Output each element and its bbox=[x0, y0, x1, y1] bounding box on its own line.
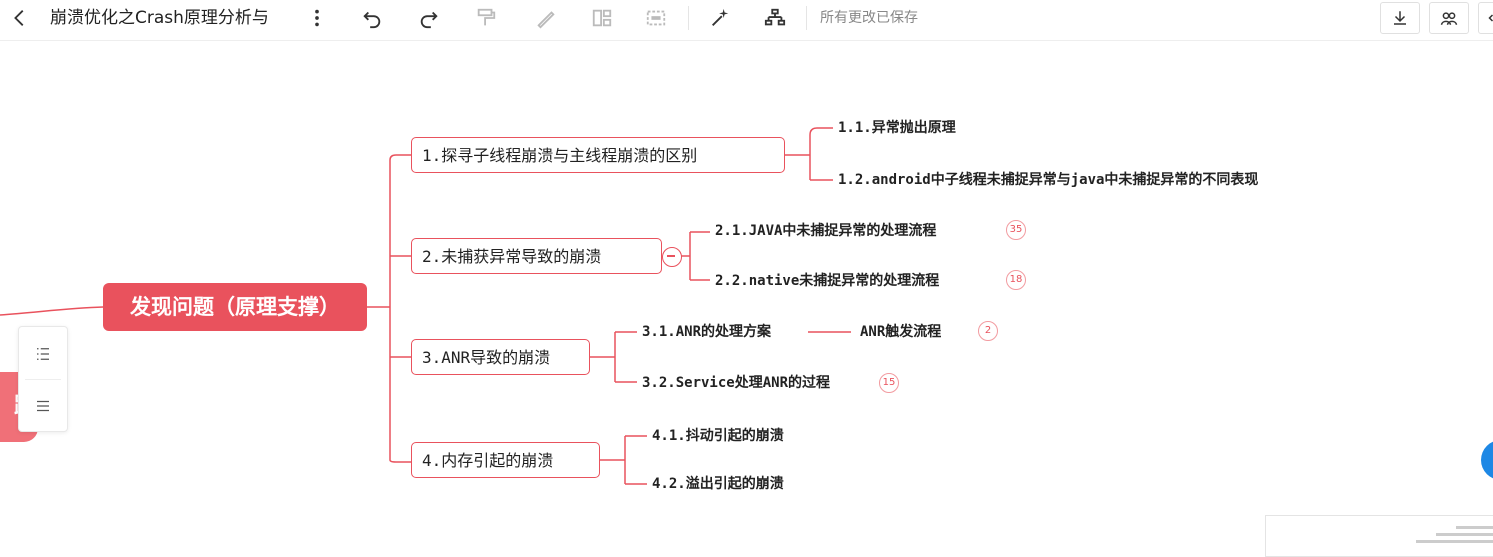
subtopic-2-1[interactable]: 2.1.JAVA中未捕捉异常的处理流程 bbox=[715, 223, 937, 239]
format-painter-icon[interactable] bbox=[472, 4, 500, 32]
more-vertical-icon[interactable] bbox=[303, 4, 331, 32]
subtopic-3-1-1[interactable]: ANR触发流程 bbox=[860, 324, 942, 340]
subtopic-2-2[interactable]: 2.2.native未捕捉异常的处理流程 bbox=[715, 273, 940, 289]
minimap[interactable] bbox=[1265, 515, 1493, 557]
count-badge[interactable]: 2 bbox=[978, 321, 998, 341]
count-badge[interactable]: 15 bbox=[879, 373, 899, 393]
layout-icon[interactable] bbox=[588, 4, 616, 32]
document-title[interactable]: 崩溃优化之Crash原理分析与 bbox=[50, 8, 269, 28]
subtopic-3-2[interactable]: 3.2.Service处理ANR的过程 bbox=[642, 375, 831, 391]
branch-node-3[interactable]: 3.ANR导致的崩溃 bbox=[411, 339, 590, 375]
undo-icon[interactable] bbox=[358, 4, 386, 32]
branch-node-2[interactable]: 2.未捕获异常导致的崩溃 bbox=[411, 238, 662, 274]
outline-list-icon bbox=[37, 348, 49, 360]
pen-icon[interactable] bbox=[532, 4, 560, 32]
share-button[interactable] bbox=[1429, 2, 1469, 34]
side-panel-divider bbox=[25, 379, 61, 380]
frame-icon[interactable] bbox=[642, 4, 670, 32]
download-icon bbox=[1394, 11, 1406, 25]
branch-node-1[interactable]: 1.探寻子线程崩溃与主线程崩溃的区别 bbox=[411, 137, 785, 173]
side-panel bbox=[18, 326, 68, 432]
subtopic-1-1[interactable]: 1.1.异常抛出原理 bbox=[838, 120, 956, 136]
outline-button[interactable] bbox=[19, 329, 67, 379]
download-button[interactable] bbox=[1380, 2, 1420, 34]
menu-button[interactable] bbox=[19, 381, 67, 431]
root-topic-node[interactable]: 发现问题（原理支撑） bbox=[103, 283, 367, 331]
subtopic-4-1[interactable]: 4.1.抖动引起的崩溃 bbox=[652, 428, 784, 444]
collapse-toggle-icon[interactable] bbox=[662, 247, 682, 267]
subtopic-1-2[interactable]: 1.2.android中子线程未捕捉异常与java中未捕捉异常的不同表现 bbox=[838, 172, 1259, 188]
share-icon bbox=[1440, 12, 1458, 26]
count-badge[interactable]: 35 bbox=[1006, 220, 1026, 240]
menu-icon bbox=[37, 400, 49, 412]
structure-icon[interactable] bbox=[761, 4, 789, 32]
toolbar-divider bbox=[806, 6, 807, 30]
more-button[interactable] bbox=[1478, 2, 1493, 34]
subtopic-3-1[interactable]: 3.1.ANR的处理方案 bbox=[642, 324, 772, 340]
count-badge[interactable]: 18 bbox=[1006, 270, 1026, 290]
branch-node-4[interactable]: 4.内存引起的崩溃 bbox=[411, 442, 600, 478]
top-toolbar: 崩溃优化之Crash原理分析与 所有更改已保存 bbox=[0, 0, 1493, 41]
magic-wand-icon[interactable] bbox=[706, 4, 734, 32]
toolbar-divider bbox=[688, 6, 689, 30]
save-status: 所有更改已保存 bbox=[820, 10, 918, 26]
subtopic-4-2[interactable]: 4.2.溢出引起的崩溃 bbox=[652, 476, 784, 492]
redo-icon[interactable] bbox=[415, 4, 443, 32]
back-arrow-icon[interactable] bbox=[6, 4, 34, 32]
help-float-button[interactable] bbox=[1481, 440, 1493, 480]
chevron-left-icon bbox=[1488, 14, 1493, 22]
